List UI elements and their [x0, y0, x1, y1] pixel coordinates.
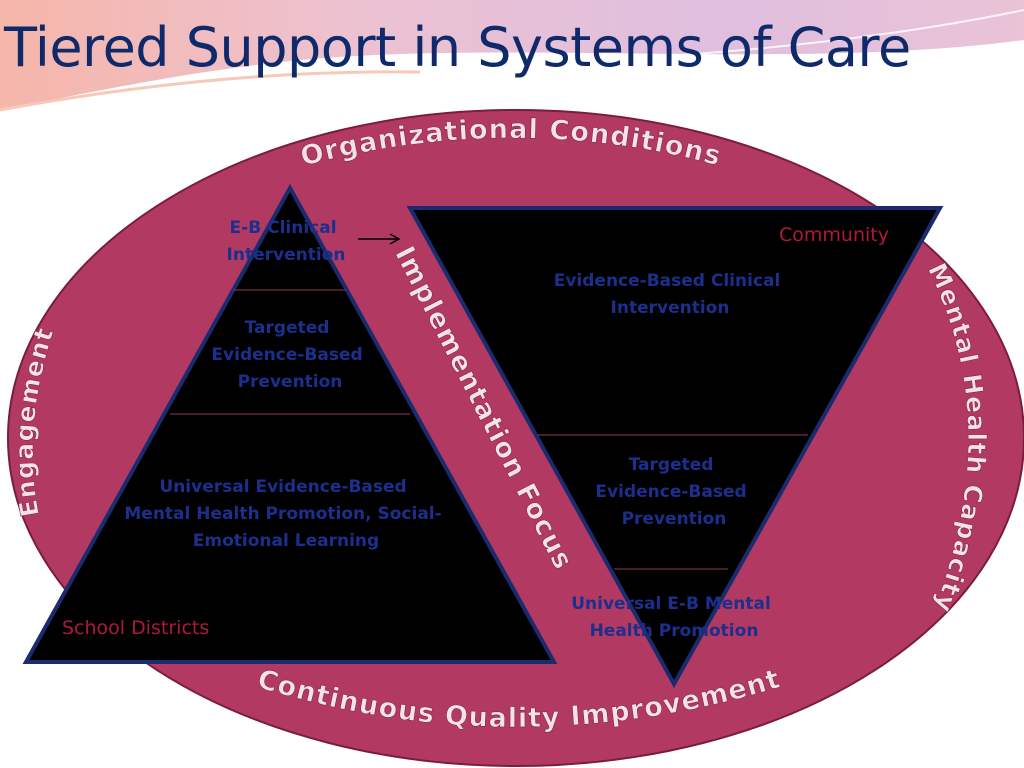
- community-label: Community: [779, 224, 889, 246]
- arrow-icon: [358, 233, 401, 245]
- school-pyramid: E-B Clinical Intervention Targeted Evide…: [22, 183, 558, 664]
- school-tier-1-text: E-B Clinical Intervention: [227, 218, 346, 265]
- school-districts-label: School Districts: [62, 617, 209, 639]
- community-tier-3-text: Universal E-B Mental Health Promotion: [571, 594, 777, 641]
- header-swoosh: [0, 0, 1024, 112]
- slide-title: Tiered Support in Systems of Care: [4, 16, 911, 79]
- school-tier-3-text: Universal Evidence-Based Mental Health P…: [124, 477, 447, 551]
- community-tier-2-text: Targeted Evidence-Based Prevention: [595, 455, 752, 529]
- community-pyramid: Community Evidence-Based Clinical Interv…: [406, 206, 944, 689]
- school-tier-2-text: Targeted Evidence-Based Prevention: [211, 318, 368, 392]
- community-tier-1-text: Evidence-Based Clinical Intervention: [554, 271, 787, 318]
